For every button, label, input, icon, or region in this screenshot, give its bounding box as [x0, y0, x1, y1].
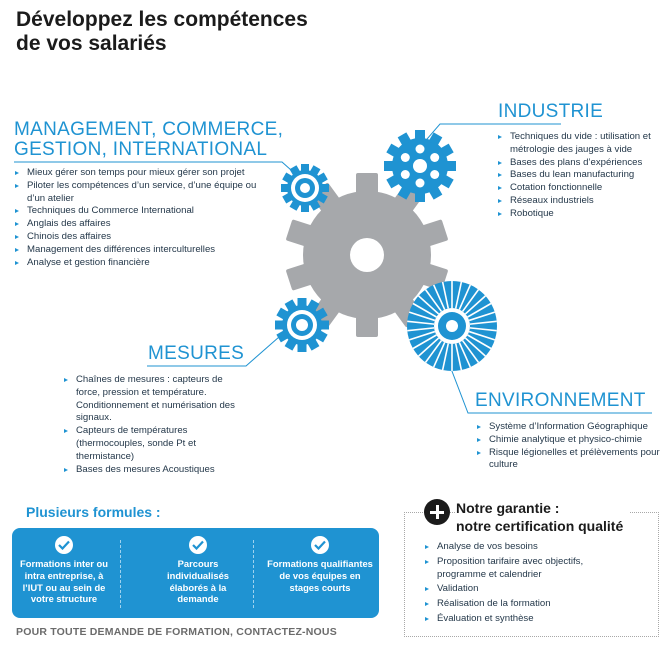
list-item: Réseaux industriels — [497, 195, 662, 208]
check-icon — [311, 536, 329, 554]
section-management: MANAGEMENT, COMMERCE, GESTION, INTERNATI… — [14, 120, 294, 160]
formula-text: Parcours individualisés élaborés à la de… — [167, 558, 229, 605]
list-item: Mieux gérer son temps pour mieux gérer s… — [14, 167, 264, 180]
formula-text: Formations inter ou intra entreprise, à … — [19, 558, 109, 605]
section-industrie-title: INDUSTRIE — [498, 101, 604, 122]
list-item: Système d’Information Géographique — [476, 421, 661, 434]
section-management-title-line1: MANAGEMENT, COMMERCE, — [14, 119, 284, 140]
section-management-title: MANAGEMENT, COMMERCE, GESTION, INTERNATI… — [14, 120, 294, 160]
guarantee-title: Notre garantie : notre certification qua… — [456, 499, 630, 535]
list-item: Cotation fonctionnelle — [497, 182, 662, 195]
management-list: Mieux gérer son temps pour mieux gérer s… — [14, 167, 264, 269]
list-item: Bases du lean manufacturing — [497, 169, 662, 182]
gear-blue-mesures-icon — [275, 298, 329, 352]
list-item: Analyse de vos besoins — [424, 541, 634, 554]
guarantee-list: Analyse de vos besoins Proposition tarif… — [424, 541, 634, 628]
list-item: Techniques du Commerce International — [14, 205, 264, 218]
formulas-title: Plusieurs formules : — [26, 504, 161, 520]
list-item: Validation — [424, 583, 634, 596]
gear-blue-industrie-icon — [384, 130, 456, 202]
formula-column: Formations inter ou intra entreprise, à … — [16, 532, 112, 614]
list-item: Évaluation et synthèse — [424, 613, 634, 626]
formula-text: Formations qualifiantes de vos équipes e… — [267, 558, 373, 593]
page-title: Développez les compétences de vos salari… — [16, 8, 376, 56]
check-icon — [189, 536, 207, 554]
divider — [120, 540, 121, 608]
plus-circle-icon — [424, 499, 450, 525]
list-item: Piloter les compétences d’un service, d’… — [14, 180, 264, 206]
list-item: Chimie analytique et physico-chimie — [476, 434, 661, 447]
section-environnement-title: ENVIRONNEMENT — [475, 390, 646, 411]
environnement-list: Système d’Information Géographique Chimi… — [476, 421, 661, 472]
page-title-line1: Développez les compétences — [16, 8, 308, 31]
list-item: Capteurs de températures (thermocouples,… — [63, 425, 248, 463]
section-mesures-title: MESURES — [148, 343, 245, 364]
connector-mesures — [147, 336, 280, 367]
list-item: Proposition tarifaire avec objectifs, pr… — [424, 556, 634, 582]
list-item: Management des différences interculturel… — [14, 244, 264, 257]
list-item: Anglais des affaires — [14, 218, 264, 231]
turbine-icon — [407, 281, 497, 371]
mesures-list: Chaînes de mesures : capteurs de force, … — [63, 374, 248, 476]
page-title-line2: de vos salariés — [16, 32, 167, 55]
list-item: Chaînes de mesures : capteurs de force, … — [63, 374, 248, 425]
contact-text: POUR TOUTE DEMANDE DE FORMATION, CONTACT… — [16, 626, 337, 638]
formula-column: Formations qualifiantes de vos équipes e… — [264, 532, 376, 614]
gear-blue-icon — [281, 164, 329, 212]
list-item: Techniques du vide : utilisation et métr… — [497, 131, 662, 157]
industrie-list: Techniques du vide : utilisation et métr… — [497, 131, 662, 221]
check-icon — [55, 536, 73, 554]
guarantee-title-line1: Notre garantie : — [456, 500, 560, 516]
list-item: Bases des plans d’expériences — [497, 157, 662, 170]
guarantee-title-line2: notre certification qualité — [456, 518, 624, 534]
connector-environnement — [444, 352, 652, 414]
formula-column: Parcours individualisés élaborés à la de… — [144, 532, 252, 614]
section-management-title-line2: GESTION, INTERNATIONAL — [14, 139, 268, 160]
list-item: Robotique — [497, 208, 662, 221]
list-item: Réalisation de la formation — [424, 598, 634, 611]
list-item: Chinois des affaires — [14, 231, 264, 244]
formulas-panel: Formations inter ou intra entreprise, à … — [12, 528, 379, 618]
divider — [253, 540, 254, 608]
list-item: Bases des mesures Acoustiques — [63, 464, 248, 477]
list-item: Analyse et gestion financière — [14, 257, 264, 270]
list-item: Risque légionelles et prélèvements pour … — [476, 447, 661, 473]
